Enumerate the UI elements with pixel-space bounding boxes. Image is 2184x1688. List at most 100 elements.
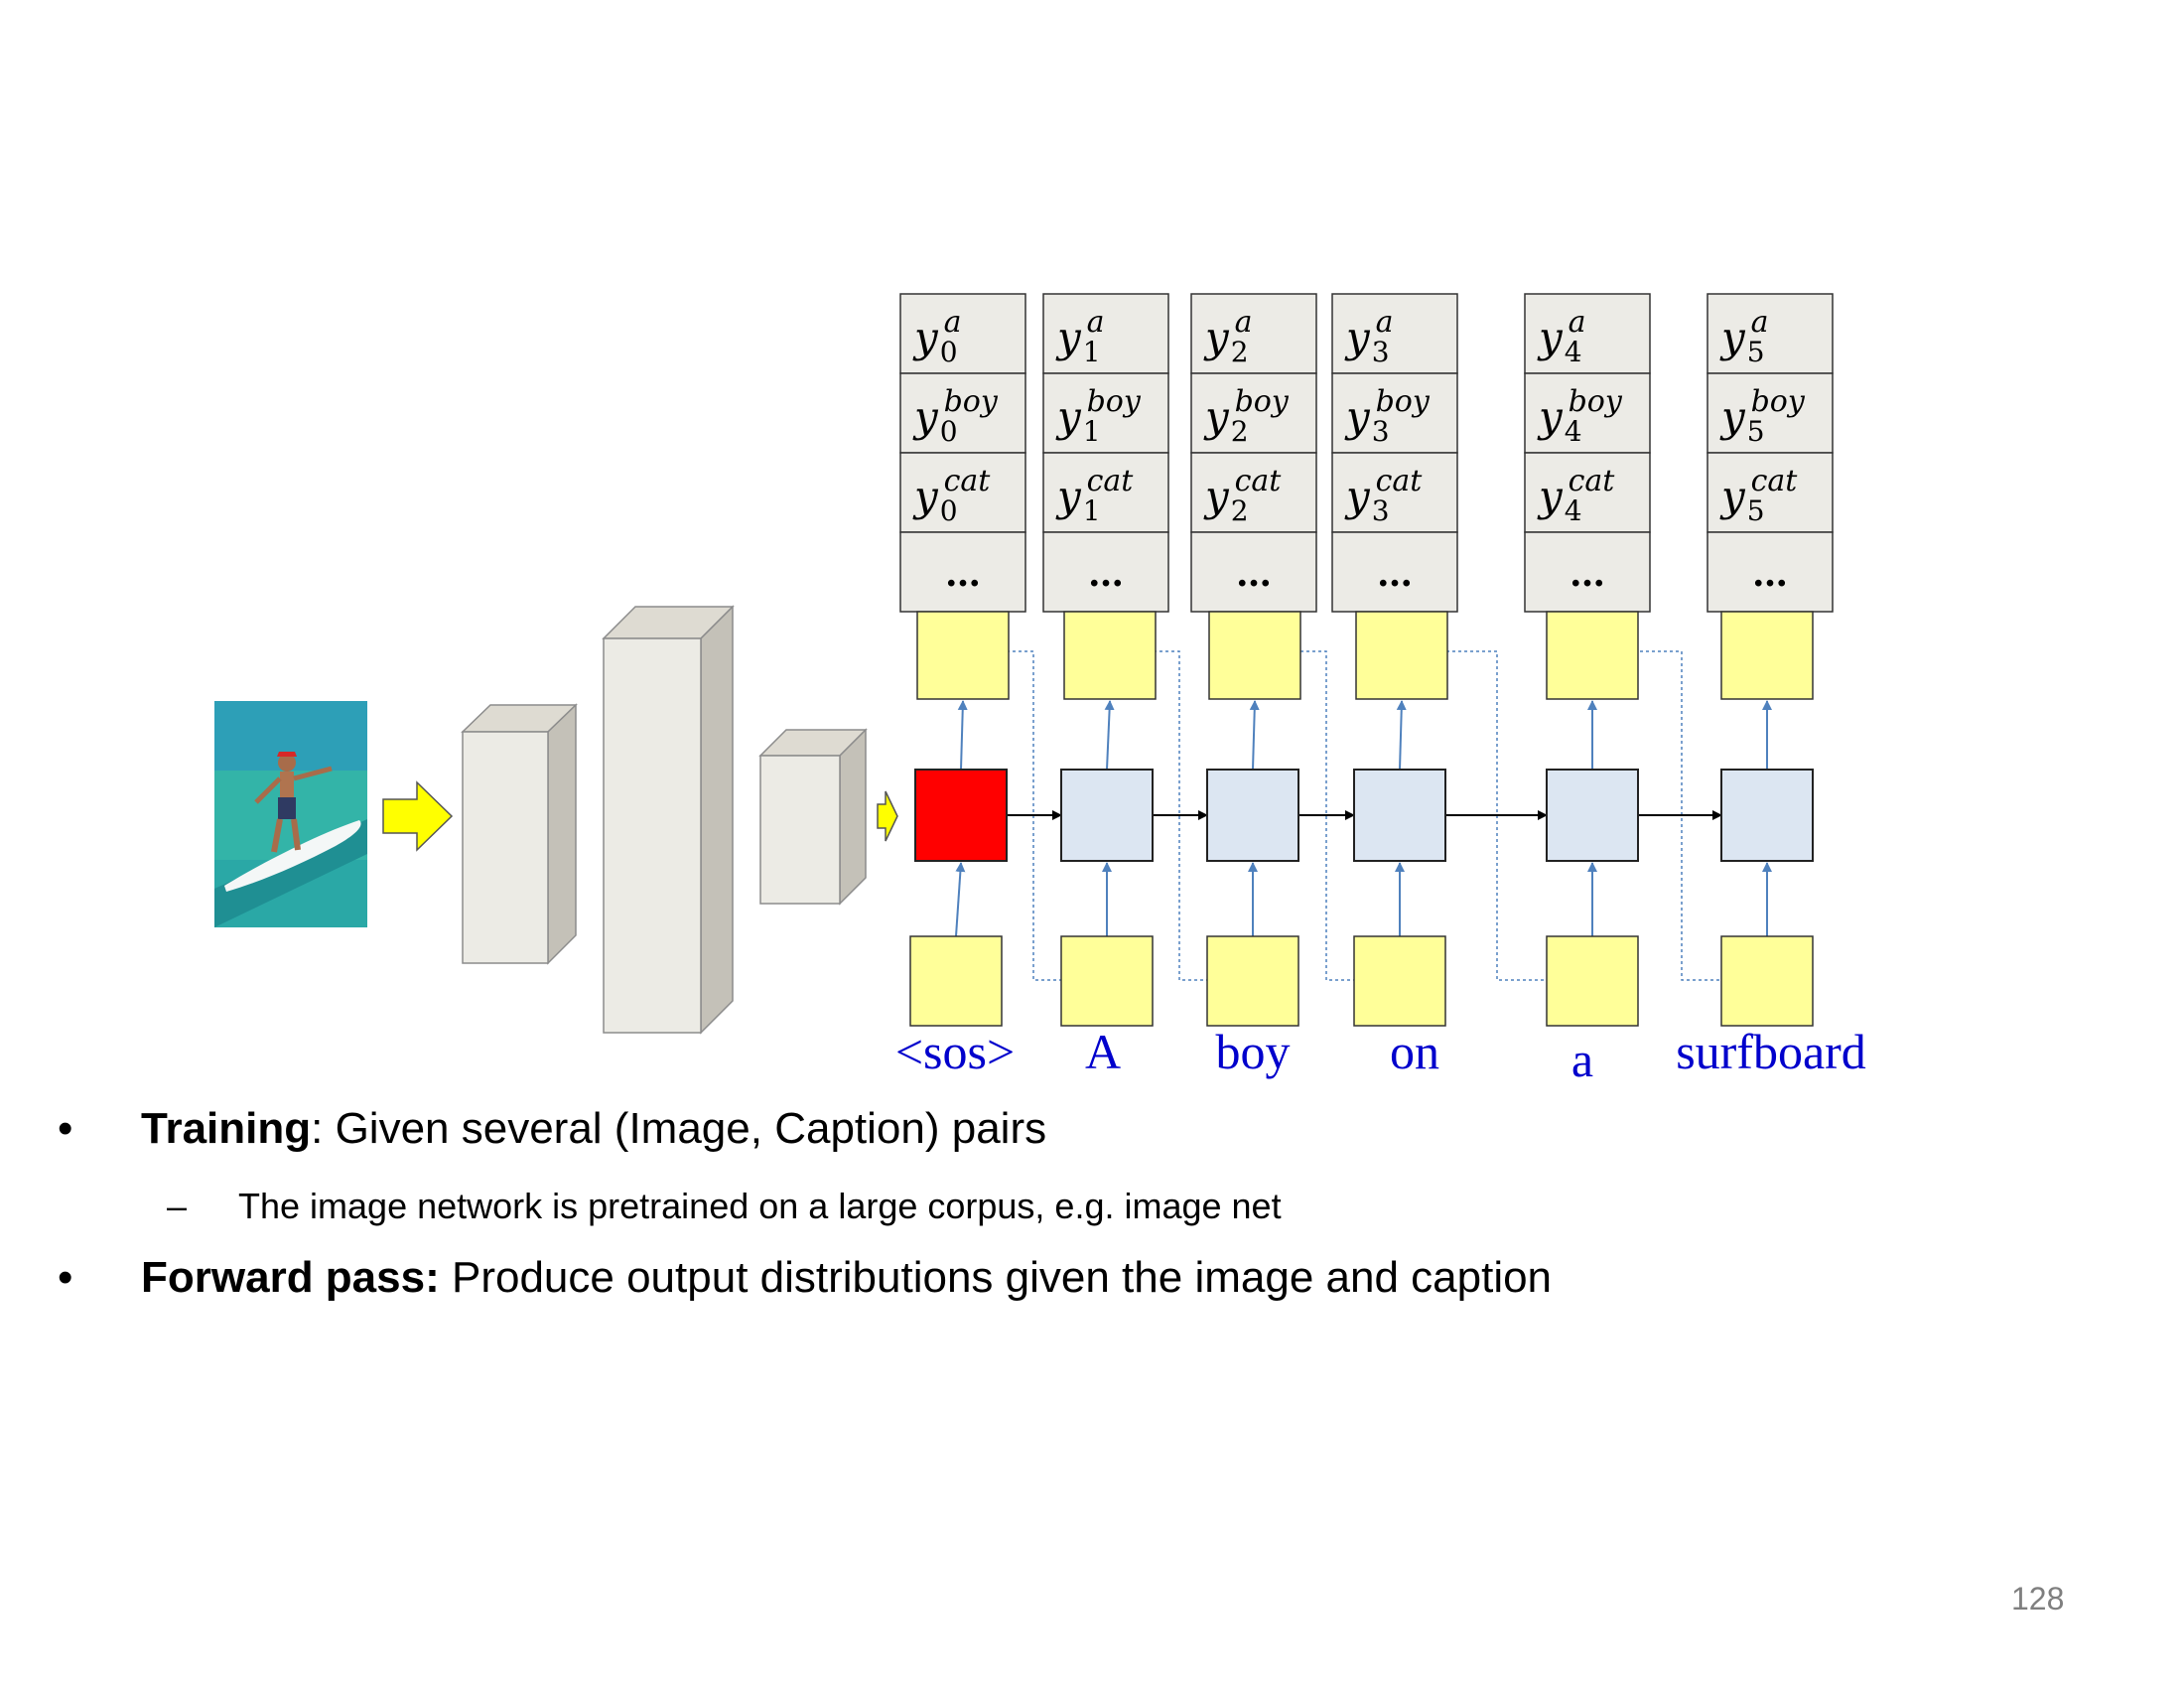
cnn-layer-1 bbox=[461, 703, 578, 965]
caption-word: on bbox=[1390, 1024, 1439, 1079]
output-table-row bbox=[1190, 293, 1317, 374]
sub-bullet-marker: – bbox=[167, 1186, 188, 1226]
output-table-row bbox=[1524, 452, 1651, 533]
output-table-row bbox=[1190, 452, 1317, 533]
output-box bbox=[1355, 611, 1448, 700]
output-probability-label: y4boy bbox=[1537, 384, 1623, 448]
output-ellipsis: … bbox=[1236, 553, 1272, 595]
output-probability-label: y1cat bbox=[1055, 464, 1134, 527]
cnn-layer-3 bbox=[758, 728, 868, 906]
output-probability-label: y5cat bbox=[1719, 464, 1798, 527]
page-number: 128 bbox=[2011, 1581, 2065, 1617]
rnn-column: y2a y2boy y2cat … boy bbox=[1190, 293, 1317, 1079]
output-distribution-table: y1a y1boy y1cat … bbox=[1042, 293, 1169, 613]
output-probability-label: y5a bbox=[1719, 305, 1768, 368]
rnn-cell bbox=[1720, 769, 1814, 862]
input-word-box bbox=[1546, 935, 1639, 1027]
output-table-row bbox=[1190, 531, 1317, 613]
output-box bbox=[1208, 611, 1301, 700]
rnn-cell bbox=[1353, 769, 1446, 862]
cell-to-output-arrow bbox=[957, 700, 968, 771]
rnn-cell bbox=[1206, 769, 1299, 862]
cell-to-output-arrow bbox=[1104, 700, 1115, 771]
output-probability-label: y5boy bbox=[1719, 384, 1806, 448]
output-probability-label: y2boy bbox=[1203, 384, 1290, 448]
rnn-column: y1a y1boy y1cat … A bbox=[1042, 293, 1169, 1079]
output-table-row bbox=[1331, 293, 1458, 374]
output-table-row bbox=[1706, 531, 1834, 613]
rnn-column: y5a y5boy y5cat … surfboard bbox=[1676, 293, 1866, 1079]
output-table-row bbox=[1524, 372, 1651, 454]
sub-bullet-text: The image network is pretrained on a lar… bbox=[238, 1186, 1282, 1226]
output-table-row bbox=[1524, 531, 1651, 613]
bullet-marker: • bbox=[58, 1104, 73, 1153]
output-distribution-table: y0a y0boy y0cat … bbox=[899, 293, 1026, 613]
output-ellipsis: … bbox=[1377, 553, 1413, 595]
output-table-row bbox=[899, 372, 1026, 454]
output-probability-label: y4cat bbox=[1537, 464, 1615, 527]
bullet-training-title: Training bbox=[141, 1104, 312, 1153]
caption-word: A bbox=[1085, 1024, 1121, 1079]
cnn-layer-2 bbox=[602, 605, 735, 1035]
input-to-cell-arrow bbox=[955, 862, 966, 937]
output-probability-label: y1boy bbox=[1055, 384, 1142, 448]
input-word-box bbox=[1060, 935, 1154, 1027]
output-ellipsis: … bbox=[945, 553, 981, 595]
output-box bbox=[1720, 611, 1814, 700]
output-probability-label: y3a bbox=[1344, 305, 1393, 368]
output-table-row bbox=[1331, 372, 1458, 454]
output-box bbox=[1063, 611, 1157, 700]
input-word-box bbox=[909, 935, 1003, 1027]
output-distribution-table: y5a y5boy y5cat … bbox=[1706, 293, 1834, 613]
output-table-row bbox=[1042, 531, 1169, 613]
output-probability-label: y1a bbox=[1055, 305, 1104, 368]
output-table-row bbox=[1331, 452, 1458, 533]
cell-to-output-arrow bbox=[1396, 700, 1407, 771]
output-table-row bbox=[1042, 372, 1169, 454]
input-word-box bbox=[1353, 935, 1446, 1027]
rnn-column: y4a y4boy y4cat … a bbox=[1524, 293, 1651, 1087]
output-table-row bbox=[1331, 531, 1458, 613]
surfer-photo bbox=[214, 701, 367, 927]
yellow-block-arrow-icon bbox=[877, 790, 898, 842]
output-probability-label: y3boy bbox=[1344, 384, 1431, 448]
caption-word: boy bbox=[1216, 1024, 1291, 1079]
bullet-forward-text: Produce output distributions given the i… bbox=[439, 1253, 1553, 1302]
caption-word: <sos> bbox=[895, 1024, 1015, 1079]
output-box bbox=[916, 611, 1010, 700]
output-ellipsis: … bbox=[1570, 553, 1605, 595]
output-probability-label: y4a bbox=[1537, 305, 1585, 368]
output-distribution-table: y4a y4boy y4cat … bbox=[1524, 293, 1651, 613]
input-word-box bbox=[1720, 935, 1814, 1027]
rnn-cell bbox=[1546, 769, 1639, 862]
input-word-box bbox=[1206, 935, 1299, 1027]
output-table-row bbox=[1706, 293, 1834, 374]
output-probability-label: y0boy bbox=[912, 384, 999, 448]
caption-word: surfboard bbox=[1676, 1024, 1866, 1079]
output-table-row bbox=[1524, 293, 1651, 374]
output-distribution-table: y3ay3boyy3cat… bbox=[1331, 293, 1458, 613]
output-probability-label: y0cat bbox=[912, 464, 991, 527]
rnn-column: y0a y0boy y0cat … <sos> bbox=[895, 293, 1026, 1079]
output-table-row bbox=[1042, 452, 1169, 533]
output-box bbox=[1546, 611, 1639, 700]
output-ellipsis: … bbox=[1088, 553, 1124, 595]
cell-to-output-arrow bbox=[1249, 700, 1260, 771]
output-table-row bbox=[1042, 293, 1169, 374]
rnn-cell bbox=[1060, 769, 1154, 862]
output-probability-label: y2cat bbox=[1203, 464, 1282, 527]
output-distribution-table: y2a y2boy y2cat … bbox=[1190, 293, 1317, 613]
bullet-training-text: : Given several (Image, Caption) pairs bbox=[311, 1104, 1047, 1153]
output-table-row bbox=[899, 293, 1026, 374]
bullet-marker: • bbox=[58, 1253, 73, 1302]
output-table-row bbox=[1706, 452, 1834, 533]
caption-word: a bbox=[1571, 1032, 1593, 1087]
output-probability-label: y2a bbox=[1203, 305, 1252, 368]
output-table-row bbox=[899, 452, 1026, 533]
output-probability-label: y0a bbox=[912, 305, 961, 368]
output-ellipsis: … bbox=[1752, 553, 1788, 595]
